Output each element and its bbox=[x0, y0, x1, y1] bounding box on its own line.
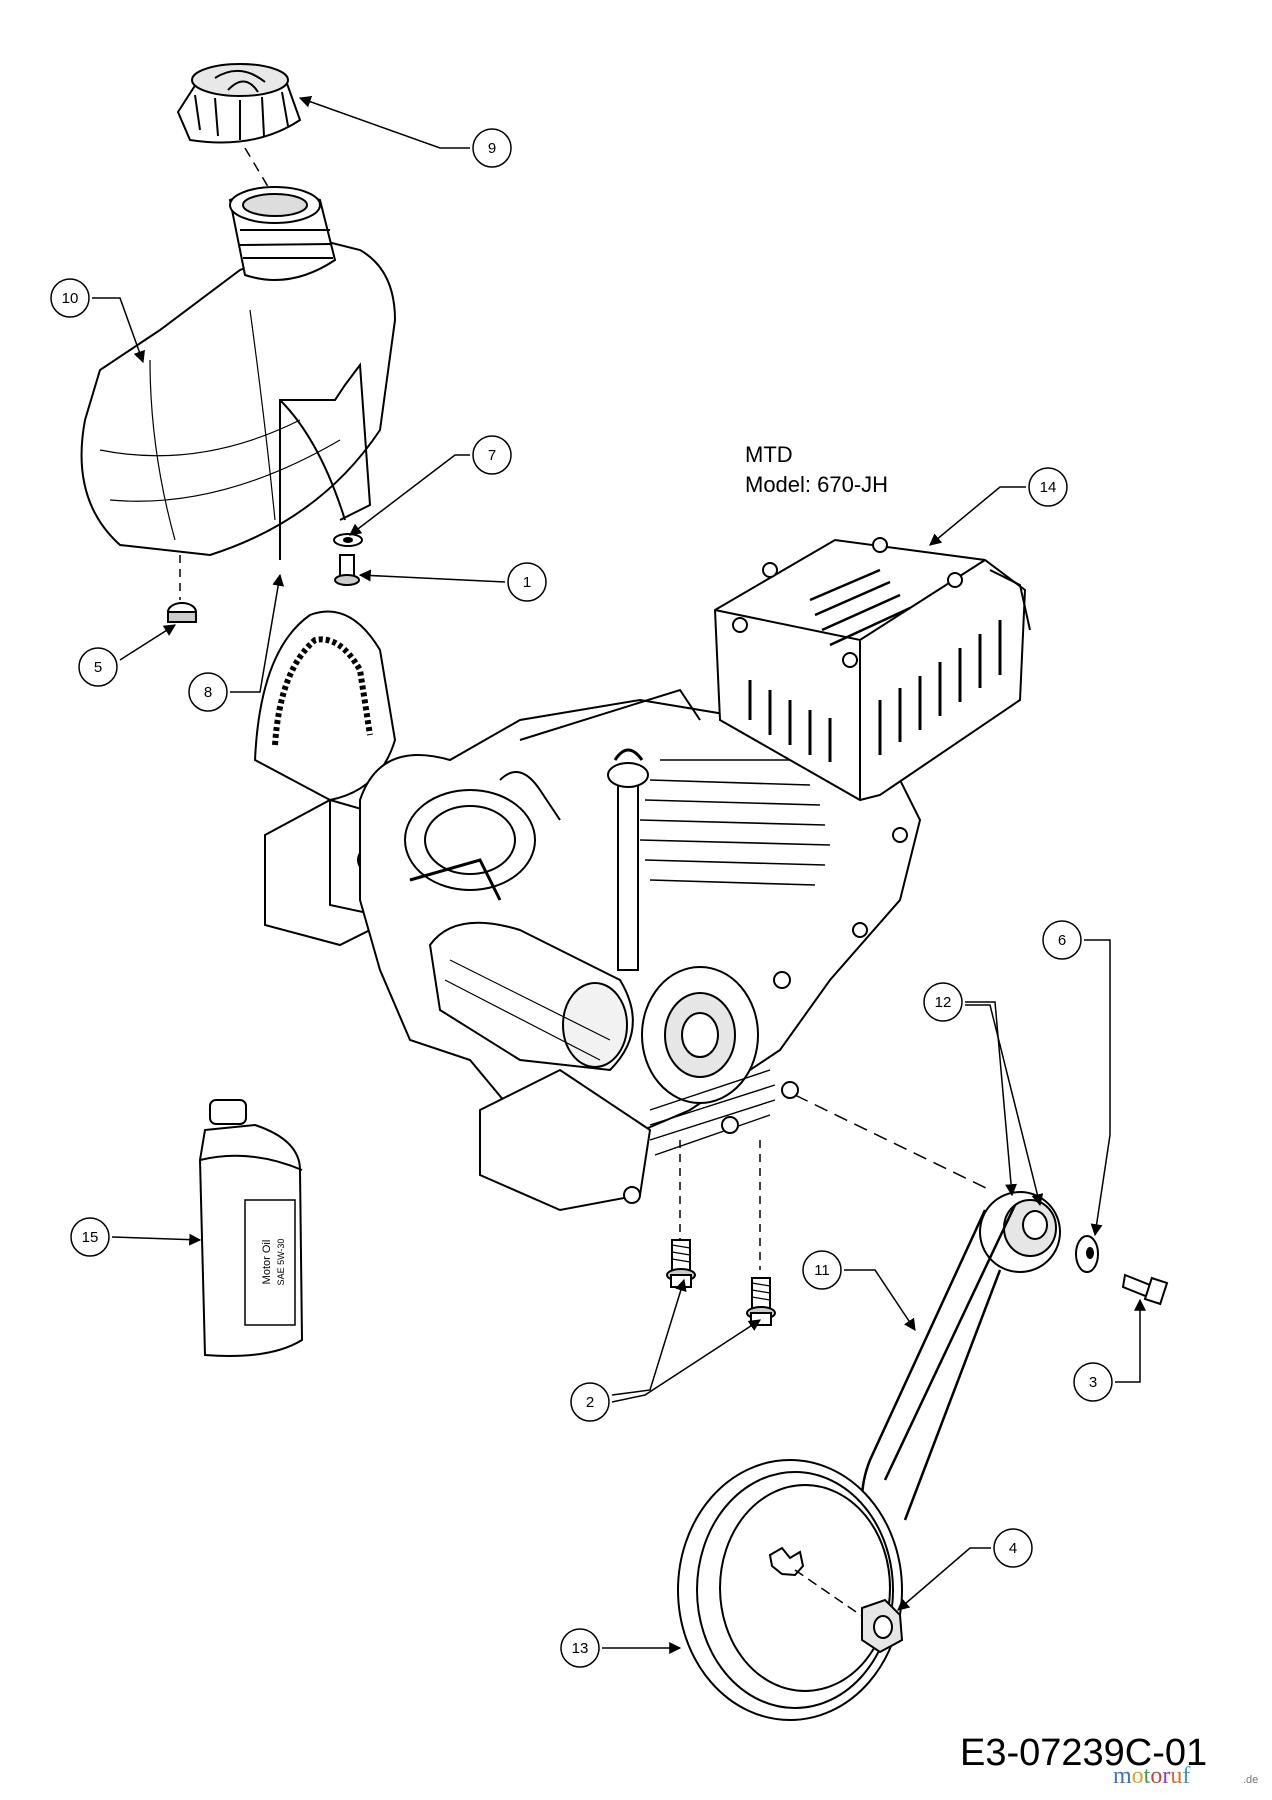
wm-letter-4: r bbox=[1162, 1763, 1170, 1789]
wm-letter-5: u bbox=[1170, 1763, 1182, 1789]
callout-leader bbox=[929, 486, 1026, 546]
callout-number: 9 bbox=[488, 140, 496, 157]
callout-number: 8 bbox=[204, 684, 212, 701]
callout-fuel-cap: 9 bbox=[298, 95, 512, 168]
callout-circle bbox=[570, 1382, 610, 1422]
callout-circle bbox=[560, 1628, 600, 1668]
large-pulley-icon bbox=[677, 1459, 903, 1721]
callout-leader bbox=[897, 1547, 991, 1611]
callout-leader bbox=[92, 297, 145, 364]
callout-leader bbox=[230, 573, 285, 693]
callout-circle bbox=[70, 1217, 110, 1257]
callout-leader bbox=[298, 95, 470, 149]
callout-leader bbox=[1115, 1298, 1146, 1383]
callout-engine-pulley: 12 bbox=[923, 982, 1044, 1207]
callout-leader bbox=[1084, 939, 1111, 1237]
callout-circle bbox=[507, 562, 547, 602]
callout-number: 4 bbox=[1009, 1540, 1017, 1557]
callout-number: 1 bbox=[523, 574, 531, 591]
callout-leader bbox=[611, 1278, 687, 1396]
engine-brand-label: MTD bbox=[745, 442, 793, 467]
hose-clamp-icon bbox=[167, 602, 197, 623]
callout-circle bbox=[993, 1528, 1033, 1568]
callout-hex-nut: 4 bbox=[897, 1528, 1033, 1611]
svg-text:motoruf: motoruf bbox=[1113, 1763, 1190, 1789]
engine-pulley-icon bbox=[979, 1191, 1061, 1273]
fuel-tank-icon bbox=[80, 186, 397, 557]
callout-number: 12 bbox=[935, 994, 952, 1011]
callout-number: 2 bbox=[586, 1394, 594, 1411]
callout-number: 10 bbox=[62, 290, 79, 307]
watermark-logo: motoruf .de bbox=[1113, 1763, 1258, 1789]
callout-circle bbox=[188, 672, 228, 712]
fuel-cap-icon bbox=[176, 63, 302, 144]
callout-drive-belt: 11 bbox=[802, 1250, 916, 1331]
callout-leader bbox=[119, 624, 177, 661]
callout-circle bbox=[472, 435, 512, 475]
callout-flange-bolts: 2 bbox=[570, 1278, 762, 1422]
oil-bottle-label-line2: SAE 5W-30 bbox=[276, 1239, 286, 1286]
oil-bottle-label-line1: Motor Oil bbox=[261, 1240, 273, 1285]
callout-leader bbox=[349, 454, 470, 536]
callout-number: 6 bbox=[1058, 932, 1066, 949]
callout-circle bbox=[1042, 920, 1082, 960]
washer-small-icon bbox=[333, 533, 363, 547]
callout-circle bbox=[1073, 1362, 1113, 1402]
callout-circle bbox=[50, 278, 90, 318]
wm-letter-2: t bbox=[1144, 1763, 1151, 1789]
callout-tank-bracket: 8 bbox=[188, 573, 285, 712]
callout-engine: 14 bbox=[929, 467, 1068, 546]
callout-circle bbox=[923, 982, 963, 1022]
callout-washer-small: 7 bbox=[349, 435, 512, 536]
tank-bracket-icon bbox=[279, 362, 372, 560]
callout-washer: 6 bbox=[1042, 920, 1111, 1237]
callout-hose-clamp: 5 bbox=[78, 624, 177, 687]
callout-leader bbox=[965, 1004, 1044, 1207]
callout-circle bbox=[1028, 467, 1068, 507]
drawing-code: E3-07239C-01 bbox=[960, 1732, 1207, 1774]
engine-icon bbox=[253, 537, 1031, 1212]
bolt-icon bbox=[334, 554, 360, 586]
callout-large-pulley: 13 bbox=[560, 1628, 682, 1668]
wm-letter-1: o bbox=[1132, 1763, 1144, 1789]
callout-number: 5 bbox=[94, 659, 102, 676]
engine-model-label: Model: 670-JH bbox=[745, 472, 888, 497]
callout-number: 11 bbox=[814, 1262, 830, 1279]
wm-letter-3: o bbox=[1150, 1763, 1162, 1789]
wm-letter-6: f bbox=[1182, 1763, 1190, 1789]
pulley-bolt-icon bbox=[1121, 1273, 1169, 1306]
callout-leader bbox=[111, 1233, 202, 1246]
hex-nut-icon bbox=[861, 1598, 904, 1654]
callout-number: 7 bbox=[488, 447, 496, 464]
callout-number: 13 bbox=[572, 1640, 589, 1657]
washer-icon bbox=[1075, 1235, 1099, 1273]
callout-circle bbox=[78, 647, 118, 687]
flange-bolt-left-icon bbox=[666, 1239, 696, 1288]
callout-fuel-tank: 10 bbox=[50, 278, 145, 364]
callout-pulley-bolt: 3 bbox=[1073, 1298, 1146, 1402]
callout-circle bbox=[802, 1250, 842, 1290]
callout-circle bbox=[472, 128, 512, 168]
flange-bolt-right-icon bbox=[746, 1277, 776, 1326]
wm-letter-0: m bbox=[1113, 1763, 1132, 1789]
callout-bolt: 1 bbox=[358, 562, 547, 602]
callout-oil-bottle: 15 bbox=[70, 1217, 202, 1257]
wm-suffix: .de bbox=[1243, 1774, 1258, 1786]
oil-bottle-icon: Motor Oil SAE 5W-30 bbox=[198, 1099, 304, 1357]
callout-leader bbox=[965, 1001, 1018, 1197]
callout-leader bbox=[358, 569, 506, 583]
callout-number: 15 bbox=[82, 1229, 99, 1246]
callout-number: 3 bbox=[1089, 1374, 1097, 1391]
callout-leader bbox=[611, 1319, 762, 1403]
callout-number: 14 bbox=[1040, 479, 1057, 496]
callout-leader bbox=[844, 1269, 916, 1331]
